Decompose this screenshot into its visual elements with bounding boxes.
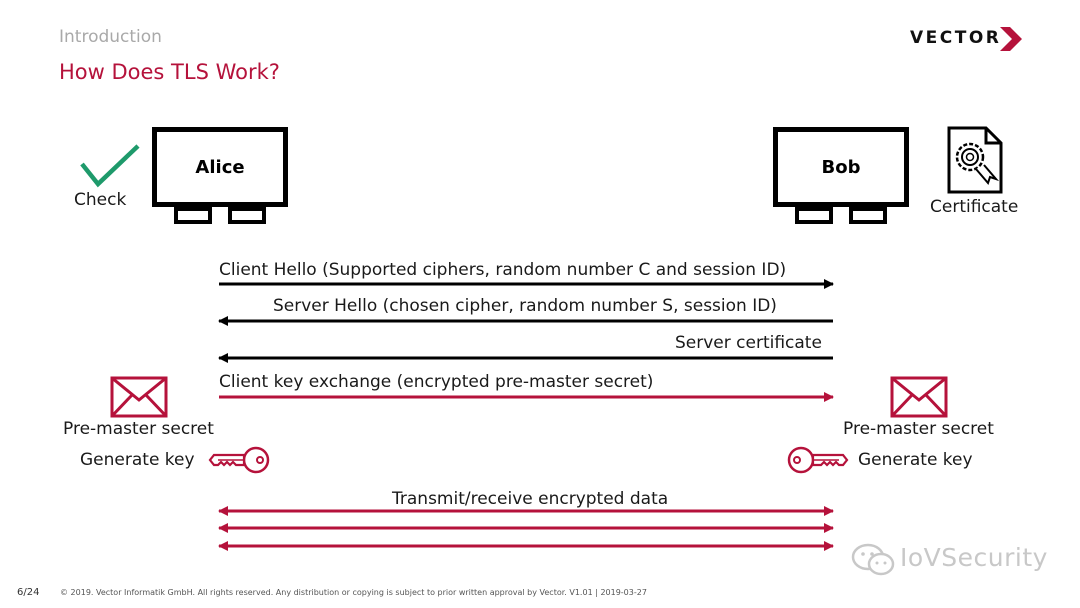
bob-envelope-icon bbox=[890, 376, 948, 418]
alice-key-icon bbox=[208, 446, 270, 474]
watermark: IoVSecurity bbox=[850, 540, 1050, 580]
bob-key-icon bbox=[787, 446, 849, 474]
alice-key-label: Generate key bbox=[80, 450, 195, 470]
watermark-text: IoVSecurity bbox=[900, 543, 1048, 572]
logo-chevron-icon bbox=[1000, 27, 1022, 51]
vector-logo: VECTOR bbox=[910, 25, 1025, 53]
msg-server-hello: Server Hello (chosen cipher, random numb… bbox=[273, 296, 777, 316]
alice-name: Alice bbox=[152, 127, 288, 207]
alice-envelope-icon bbox=[110, 376, 168, 418]
certificate-icon bbox=[947, 126, 1003, 194]
bob-secret-label: Pre-master secret bbox=[843, 419, 994, 439]
page-title: How Does TLS Work? bbox=[59, 60, 280, 84]
msg-client-key-exchange: Client key exchange (encrypted pre-maste… bbox=[219, 372, 654, 392]
bob-key-label: Generate key bbox=[858, 450, 973, 470]
msg-encrypted-data: Transmit/receive encrypted data bbox=[392, 489, 669, 509]
bob-name: Bob bbox=[773, 127, 909, 207]
page-number: 6/24 bbox=[17, 587, 40, 598]
footer: 6/24 © 2019. Vector Informatik GmbH. All… bbox=[0, 583, 1080, 608]
check-label: Check bbox=[74, 190, 127, 210]
section-label: Introduction bbox=[59, 27, 162, 47]
msg-server-certificate: Server certificate bbox=[675, 333, 822, 353]
check-icon bbox=[80, 144, 140, 188]
copyright-text: © 2019. Vector Informatik GmbH. All righ… bbox=[60, 588, 647, 597]
wechat-icon bbox=[851, 543, 895, 576]
alice-secret-label: Pre-master secret bbox=[63, 419, 214, 439]
logo-text: VECTOR bbox=[910, 28, 1002, 48]
certificate-label: Certificate bbox=[930, 197, 1019, 217]
msg-client-hello: Client Hello (Supported ciphers, random … bbox=[219, 260, 787, 280]
